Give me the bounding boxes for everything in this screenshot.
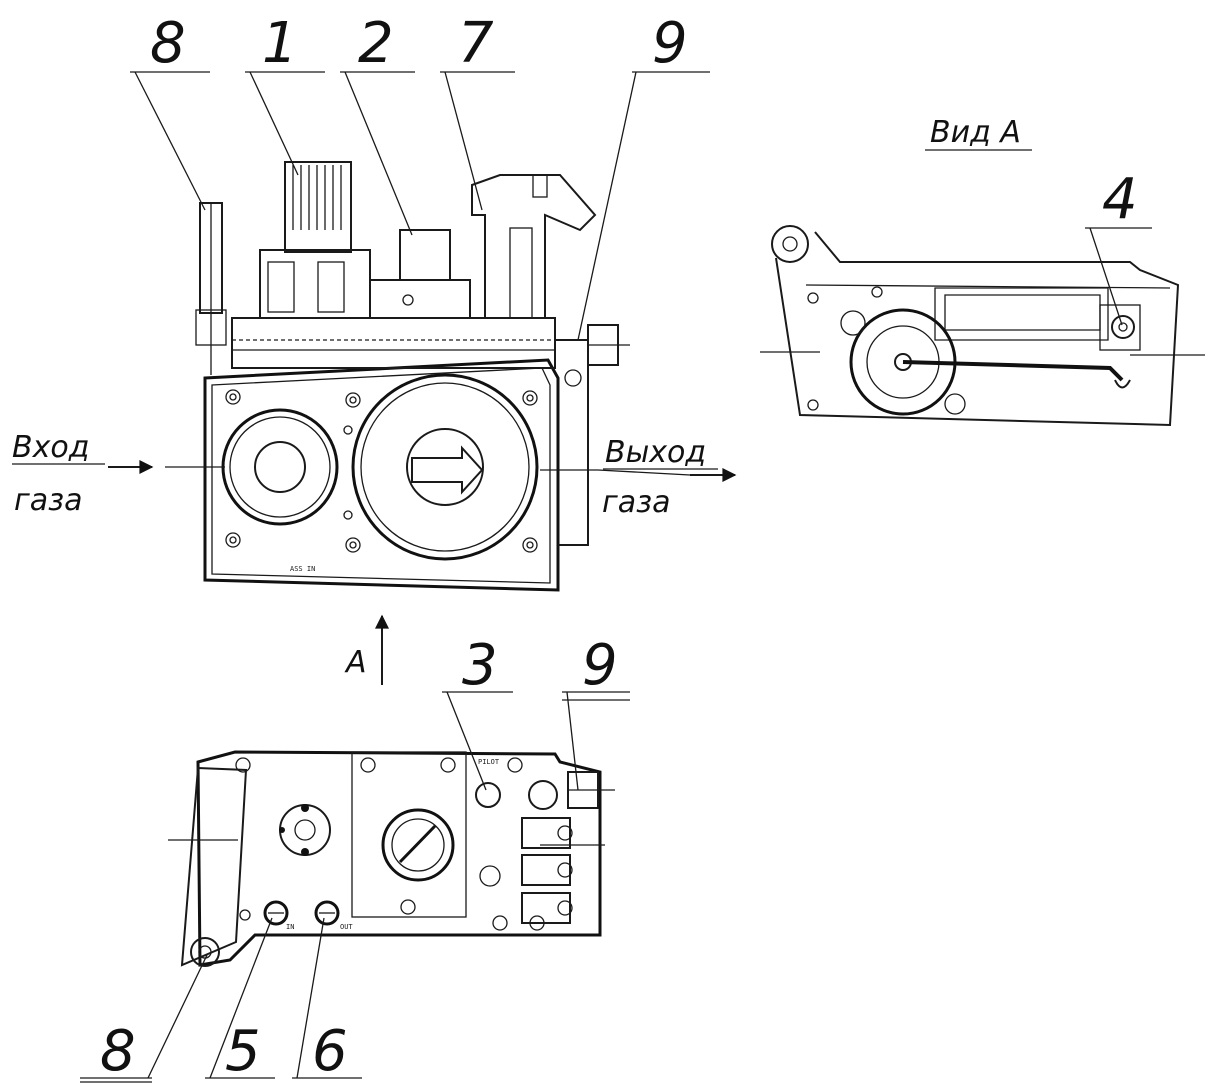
out-stamp: OUT <box>340 923 353 931</box>
gas-in-label-2: газа <box>14 483 82 518</box>
gas-out-label-2: газа <box>602 485 670 520</box>
leader-lines-top <box>130 71 710 341</box>
view-a <box>760 225 1205 427</box>
callout-3: 3 <box>462 633 498 698</box>
front-view <box>195 161 630 592</box>
callout-8-bottom: 8 <box>100 1019 136 1084</box>
callout-9-top: 9 <box>652 11 688 76</box>
view-a-arrow-label: А <box>344 645 367 680</box>
gas-flow-arrows <box>108 460 737 482</box>
callout-7: 7 <box>458 11 494 76</box>
view-a-title: Вид А <box>930 115 1021 150</box>
pilot-stamp: PILOT <box>478 758 500 766</box>
front-plate-stamp: ASS IN <box>290 565 315 573</box>
in-stamp: IN <box>286 923 294 931</box>
callout-8-top: 8 <box>150 11 186 76</box>
gas-in-label-1: Вход <box>12 430 89 465</box>
bottom-view <box>168 750 615 967</box>
leader-lines-bottom <box>80 691 630 1083</box>
gas-out-label-1: Выход <box>605 435 706 470</box>
callout-5: 5 <box>225 1019 261 1084</box>
callout-6: 6 <box>312 1019 348 1084</box>
callout-2: 2 <box>358 11 394 76</box>
callout-9-bottom: 9 <box>582 633 618 698</box>
leader-4 <box>1089 227 1123 326</box>
callout-4: 4 <box>1102 167 1138 232</box>
callout-1: 1 <box>262 11 298 76</box>
